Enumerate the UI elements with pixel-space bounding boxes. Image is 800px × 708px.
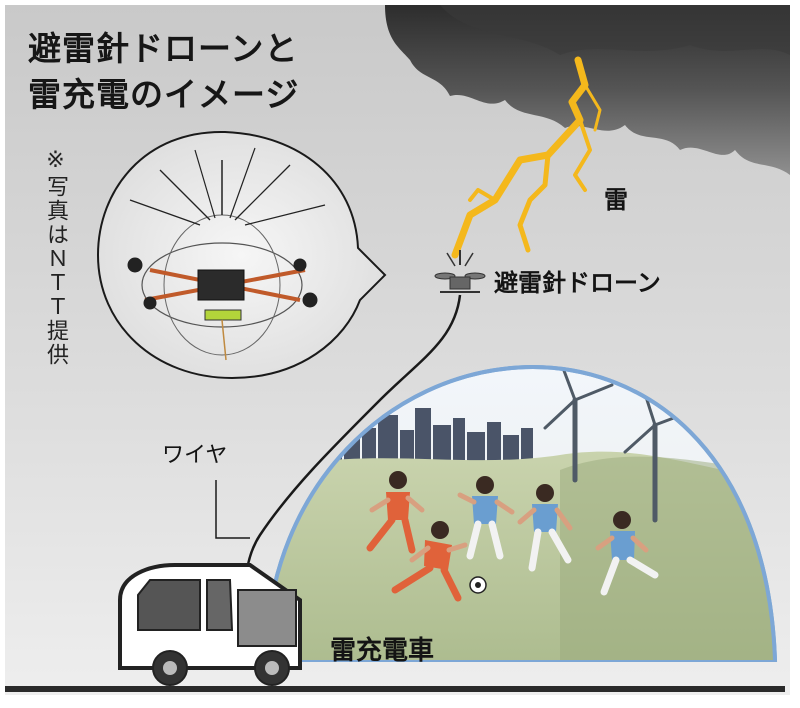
- ground: [5, 686, 785, 692]
- soccer-player-blue: [517, 484, 573, 572]
- soccer-player-blue: [595, 511, 659, 596]
- title-line-1: 避雷針ドローンと: [28, 29, 299, 68]
- drone-photo: [127, 147, 326, 361]
- charging-vehicle: [118, 563, 302, 686]
- soccer-player-blue: [457, 476, 515, 560]
- title-line-2: 雷充電のイメージ: [28, 75, 300, 114]
- vehicle-label: 雷充電車: [330, 636, 435, 666]
- drone-label: 避雷針ドローン: [494, 269, 661, 297]
- wire: [243, 294, 462, 596]
- thunder-label: 雷: [604, 186, 628, 214]
- soccer-ball: [469, 576, 487, 594]
- photo-credit-note: ※写真はＮＴＴ提供: [43, 148, 68, 367]
- lightning-rod-drone-icon: [434, 250, 486, 293]
- wire-leader-line: [215, 480, 250, 539]
- wire-label: ワイヤ: [162, 443, 228, 468]
- wind-turbine: [543, 367, 614, 483]
- soccer-player-orange: [366, 471, 425, 554]
- soccer-player-orange: [391, 521, 468, 602]
- lightning-bolt: [451, 56, 602, 259]
